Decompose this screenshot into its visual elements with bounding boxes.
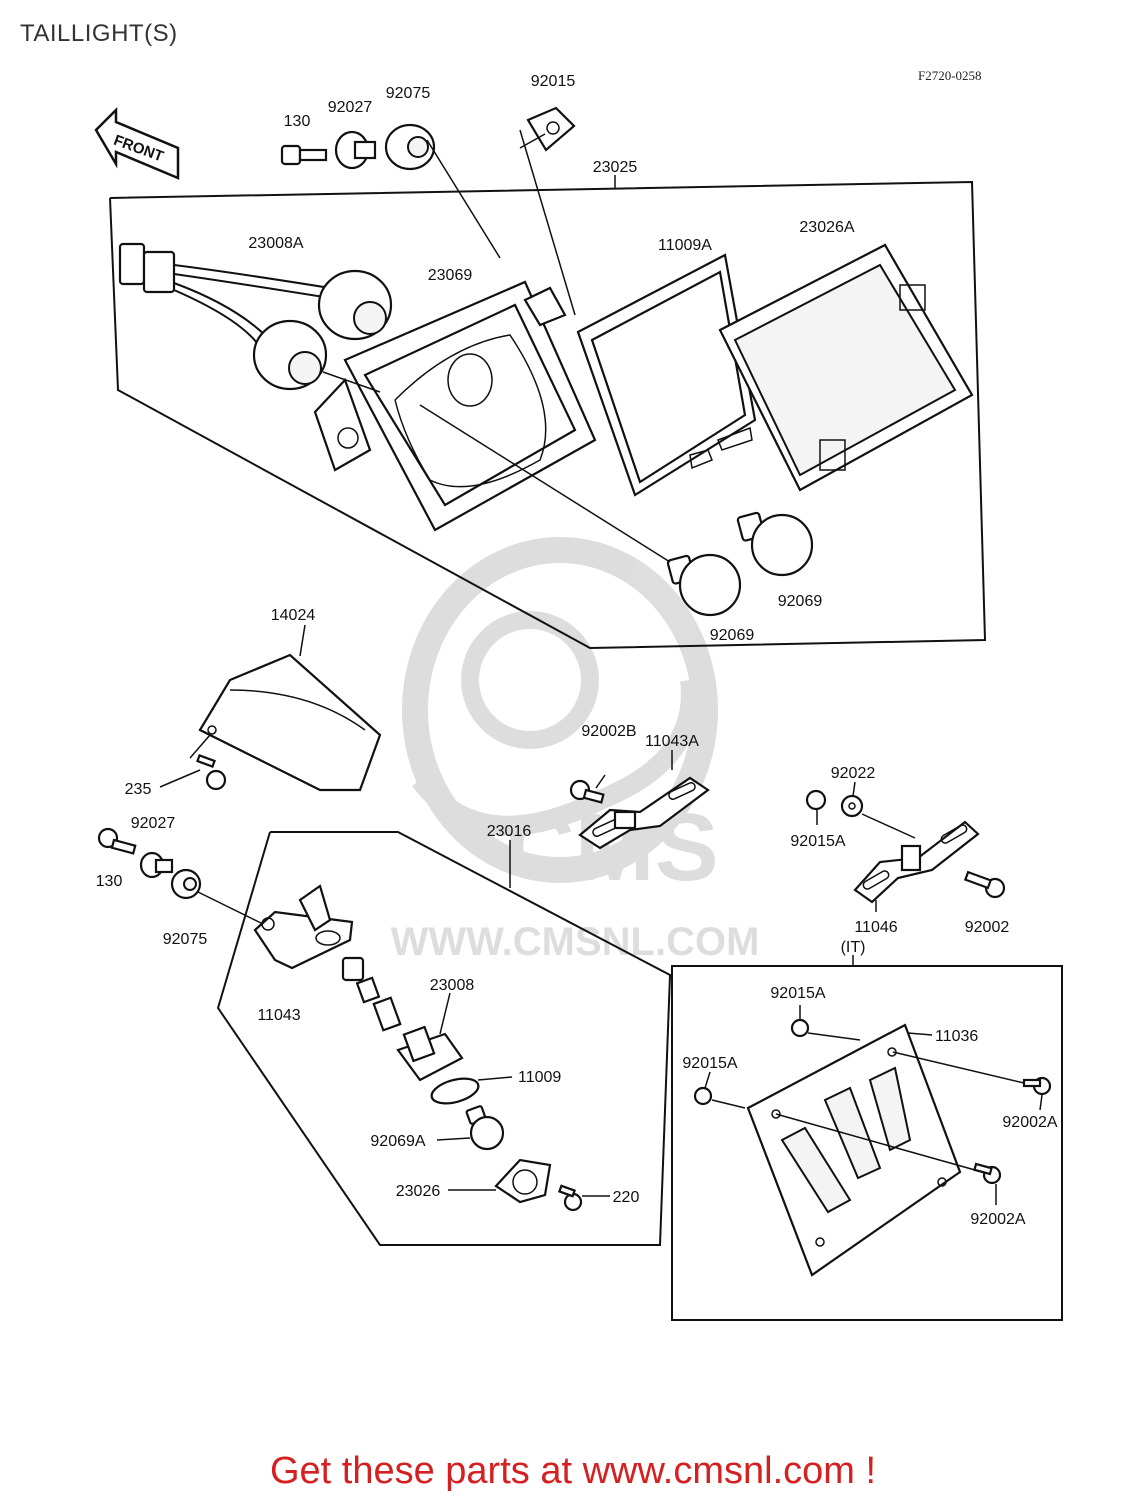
label-11009A: 11009A: [658, 237, 712, 254]
label-235: 235: [125, 781, 152, 798]
screw-235: [196, 754, 227, 791]
grommet-92075-top: [384, 123, 436, 171]
label-23026: 23026: [396, 1183, 441, 1200]
bulb-92069-left: [666, 553, 742, 617]
bracket-11046: [853, 820, 980, 904]
washer-92022: [840, 794, 864, 818]
label-11043: 11043: [257, 1007, 300, 1024]
label-23026A: 23026A: [799, 219, 854, 236]
label-23008: 23008: [430, 977, 475, 994]
footer-link-text[interactable]: Get these parts at www.cmsnl.com !: [269, 1450, 877, 1492]
label-92002A-top: 92002A: [1002, 1114, 1057, 1131]
cover-14024: [198, 653, 382, 792]
bulb-92069A: [465, 1105, 505, 1151]
label-92069A: 92069A: [370, 1133, 425, 1150]
label-92015A-plate-top: 92015A: [770, 985, 825, 1002]
collar-92027-top: [334, 130, 377, 170]
label-92002: 92002: [965, 919, 1010, 936]
label-11009: 11009: [518, 1069, 561, 1086]
label-11046: 11046: [854, 919, 897, 936]
label-92027-top: 92027: [328, 99, 373, 116]
nut-92015A-plate-left: [693, 1086, 713, 1106]
label-23025: 23025: [593, 159, 638, 176]
assembly-bracket-23016: [216, 831, 672, 1246]
label-23016: 23016: [487, 823, 532, 840]
label-220: 220: [613, 1189, 640, 1206]
label-92027-mid: 92027: [131, 815, 176, 832]
nut-92015-top: [526, 106, 576, 152]
bracket-11043: [253, 884, 354, 970]
label-92069-right: 92069: [778, 593, 823, 610]
housing-23069: [313, 280, 597, 532]
harness-23008A: [118, 242, 393, 391]
page-title: TAILLIGHT(S): [20, 20, 178, 47]
label-23008A: 23008A: [248, 235, 303, 252]
label-92015: 92015: [531, 73, 576, 90]
nut-92015A-mid: [805, 789, 827, 811]
label-92015A-plate-left: 92015A: [682, 1055, 737, 1072]
assembly-bracket-IT: [671, 965, 1063, 1321]
collar-92027-mid: [139, 851, 174, 879]
bolt-92002: [963, 870, 1006, 899]
watermark-url: WWW.CMSNL.COM: [391, 920, 760, 964]
label-130-top: 130: [284, 113, 311, 130]
label-11036: 11036: [935, 1028, 978, 1045]
bulb-92069-right: [736, 511, 814, 577]
bracket-11043A: [578, 776, 710, 850]
drawing-code: F2720-0258: [918, 68, 982, 83]
bolt-92002A-bottom: [973, 1162, 1002, 1185]
gasket-11009A: [576, 253, 757, 497]
screw-220: [557, 1184, 583, 1212]
front-arrow-icon: FRONT: [94, 106, 180, 180]
label-92075-mid: 92075: [163, 931, 208, 948]
bolt-92002B: [569, 779, 605, 804]
assembly-bracket-23025: [109, 180, 987, 650]
bolt-92002A-top: [1022, 1076, 1052, 1096]
label-92075-top: 92075: [386, 85, 431, 102]
label-14024: 14024: [271, 607, 316, 624]
label-23069: 23069: [428, 267, 473, 284]
label-92002A-bottom: 92002A: [970, 1211, 1025, 1228]
lens-23026A: [717, 243, 974, 492]
nut-92015A-plate-top: [790, 1018, 810, 1038]
label-IT: (IT): [841, 939, 866, 956]
socket-23008: [341, 956, 464, 1082]
label-92022: 92022: [831, 765, 876, 782]
label-92015A-mid: 92015A: [790, 833, 845, 850]
part-labels: 130 92027 92075 92015 23025 23008A 23069…: [96, 73, 1058, 1228]
license-plate-bracket-11036: [746, 1023, 962, 1277]
label-92002B: 92002B: [581, 723, 636, 740]
lens-23026: [494, 1158, 552, 1204]
bolt-130-top: [280, 144, 328, 166]
grommet-92075-mid: [170, 868, 202, 900]
gasket-11009: [430, 1077, 480, 1105]
bolt-130-mid: [97, 827, 137, 855]
label-92069-left: 92069: [710, 627, 755, 644]
label-130-mid: 130: [96, 873, 123, 890]
label-11043A: 11043A: [645, 733, 699, 750]
